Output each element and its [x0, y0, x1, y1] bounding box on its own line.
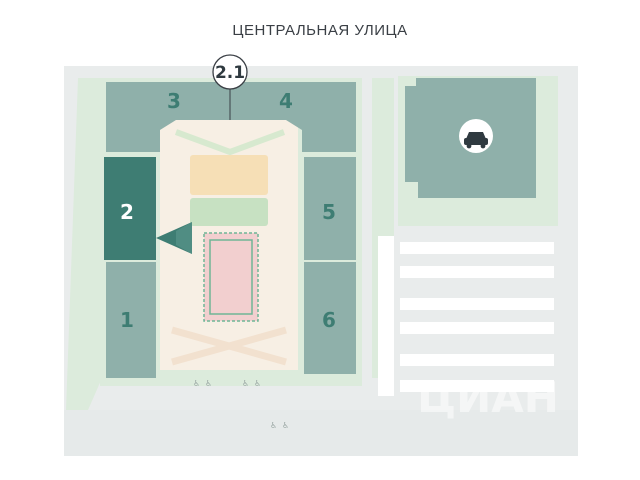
playground	[190, 155, 268, 195]
tower-marker[interactable]	[212, 54, 248, 90]
building-1-label: 1	[120, 308, 134, 332]
building-3-label: 3	[167, 89, 181, 113]
building-4-label: 4	[279, 89, 293, 113]
svg-text:♿: ♿	[270, 421, 277, 430]
tower-marker-label: 2.1	[215, 63, 245, 83]
watermark: ЦИАН	[417, 373, 559, 422]
building-5[interactable]	[304, 157, 356, 260]
svg-text:♿: ♿	[254, 379, 261, 388]
courtyard-paths	[171, 326, 287, 366]
building-2-label: 2	[120, 200, 134, 224]
lawn-area	[190, 198, 268, 226]
svg-text:♿: ♿	[205, 379, 212, 388]
courtyard-north-path	[174, 129, 286, 156]
street-name-label: ЦЕНТРАЛЬНАЯ УЛИЦА	[232, 22, 408, 39]
building-1[interactable]	[106, 262, 156, 378]
sports-court-outline	[203, 232, 259, 322]
south-road	[64, 410, 578, 456]
building-3-4[interactable]	[106, 82, 356, 152]
selection-arrow-shade	[176, 222, 192, 254]
car-icon	[464, 132, 488, 149]
building-6-label: 6	[322, 308, 336, 332]
svg-text:♿: ♿	[282, 421, 289, 430]
svg-text:♿: ♿	[242, 379, 249, 388]
sports-court-field	[209, 239, 253, 315]
parking-bays	[378, 236, 554, 396]
parking-accessible-icons: ♿ ♿ ♿ ♿ ♿ ♿	[193, 379, 289, 430]
building-6[interactable]	[304, 262, 356, 374]
grass-west	[66, 78, 102, 410]
sports-court	[204, 233, 258, 321]
building-2[interactable]	[104, 157, 156, 260]
building-5-label: 5	[322, 200, 336, 224]
svg-text:♿: ♿	[193, 379, 200, 388]
